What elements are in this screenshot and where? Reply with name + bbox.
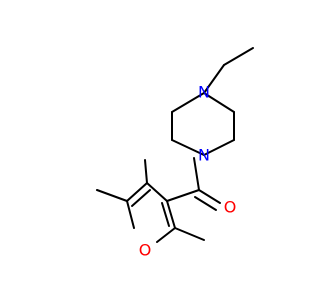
molecule-structure-diagram: N N O O — [96, 47, 254, 260]
atom-o-furan-label: O — [139, 241, 152, 260]
bond-piperazine-right-n-bottom — [203, 139, 235, 156]
bond-furan-c4-c5 — [126, 182, 148, 202]
bond-piperazine-n-bottom-left — [171, 139, 205, 156]
atom-o-carbonyl-label: O — [224, 198, 237, 217]
bond-ethyl-ch3-ch2 — [223, 47, 254, 66]
bond-piperazine-left-n-top — [171, 92, 205, 113]
bond-piperazine-n-top-right — [203, 92, 235, 113]
bond-furan-o-c2 — [156, 227, 176, 243]
bond-furan-c4-c5-double — [131, 189, 151, 207]
bond-furan-c2-c3-double — [161, 202, 170, 227]
atom-n-bottom-label: N — [198, 146, 210, 165]
bond-furan-c5-o — [126, 200, 135, 229]
atom-n-top-label: N — [198, 83, 210, 102]
bond-methyl-left — [96, 189, 128, 202]
bond-carbonyl-to-furan — [166, 189, 200, 202]
bond-n-carbonyl-carbon — [193, 157, 200, 191]
bond-furan-c2-c3 — [166, 200, 176, 229]
bond-carbonyl-double-2 — [194, 196, 217, 211]
bond-methyl-bottom-right — [174, 227, 205, 241]
bond-ethyl-ch2-n — [203, 64, 225, 94]
bond-carbonyl-double-1 — [198, 189, 221, 204]
bond-methyl-top — [144, 159, 148, 184]
bond-furan-c3-c4 — [146, 182, 168, 202]
